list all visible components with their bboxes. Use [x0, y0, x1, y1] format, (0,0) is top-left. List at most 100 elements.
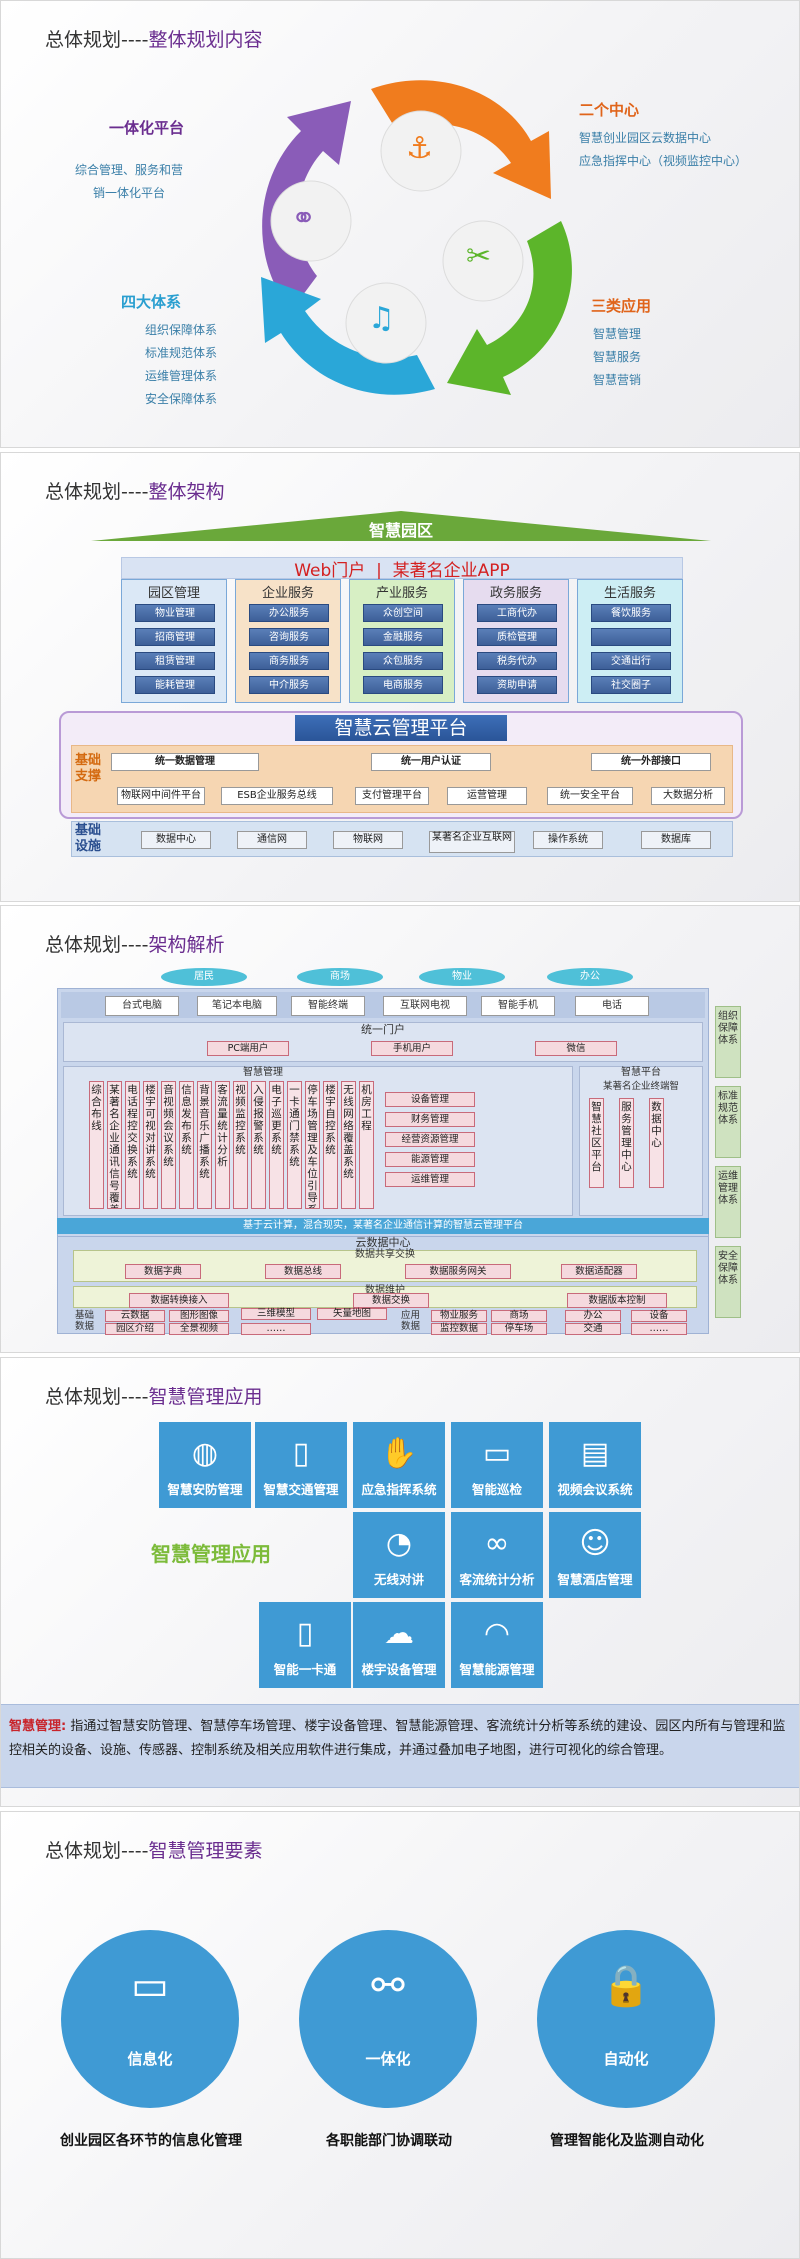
portal-item: PC端用户 — [207, 1041, 289, 1056]
cycle-arrows-graphic — [261, 80, 572, 395]
slide-overall-plan: 总体规划----整体规划内容 ⚭ ⚓ ✂ ♫ 一体化平台 综合管理、服务和营销一… — [0, 0, 800, 448]
mgmt-item: 电子巡更系统 — [269, 1081, 284, 1209]
tile-smart-energy[interactable]: ◠智慧能源管理 — [451, 1602, 543, 1688]
support-item: 统一外部接口 — [591, 753, 711, 771]
tile-passenger-flow[interactable]: ∞客流统计分析 — [451, 1512, 543, 1598]
infra-label: 基础设施 — [75, 823, 102, 854]
tile-smart-security[interactable]: ◍智慧安防管理 — [159, 1422, 251, 1508]
systems-desc: 组织保障体系标准规范体系运维管理体系安全保障体系 — [145, 323, 218, 406]
base-data-item: 矢量地图 — [317, 1308, 387, 1320]
infra-item: 某著名企业互联网 — [429, 831, 515, 853]
tile-building-equipment[interactable]: ☁楼宇设备管理 — [353, 1602, 445, 1688]
document-icon: ▤ — [580, 1436, 610, 1471]
device-item: 智能终端 — [291, 996, 365, 1016]
tile-smart-traffic[interactable]: ▯智慧交通管理 — [255, 1422, 347, 1508]
phone-icon: ▯ — [292, 1436, 310, 1471]
device-item: 互联网电视 — [383, 996, 467, 1016]
platform-desc: 综合管理、服务和营销一体化平台 — [74, 163, 183, 200]
side-system: 标准规范体系 — [715, 1086, 741, 1158]
link-icon: ⚭ — [291, 201, 317, 236]
share-item: 数据适配器 — [561, 1264, 637, 1279]
user-物业: 物业 — [419, 968, 505, 986]
infra-item: 通信网 — [237, 831, 307, 849]
mgmt-item: 背景音乐广播系统 — [197, 1081, 212, 1209]
app-data-item: 设备 — [631, 1310, 687, 1322]
infra-item: 数据库 — [641, 831, 711, 849]
mgmt-right-item: 设备管理 — [385, 1092, 475, 1107]
share-item: 数据总线 — [265, 1264, 341, 1279]
share-item: 数据字典 — [125, 1264, 201, 1279]
element-caption: 管理智能化及监测自动化 — [550, 2133, 704, 2149]
maint-title: 数据维护 — [365, 1285, 405, 1296]
element-automation: 🔒 自动化 — [537, 1930, 715, 2108]
apps-title: 三类应用 — [591, 297, 652, 315]
bell-icon: ♫ — [368, 301, 395, 336]
tile-wireless-intercom[interactable]: ◔无线对讲 — [353, 1512, 445, 1598]
support-item: 统一数据管理 — [111, 753, 259, 771]
slide-title: 总体规划----整体架构 — [45, 481, 225, 503]
centers-title: 二个中心 — [579, 101, 640, 119]
description-text: 指通过智慧安防管理、智慧停车场管理、楼宇设备管理、智慧能源管理、客流统计分析等系… — [9, 1719, 786, 1758]
mgmt-item: 信息发布系统 — [179, 1081, 194, 1209]
mgmt-item: 某著名企业通讯信号覆盖系统 — [107, 1081, 122, 1209]
device-item: 台式电脑 — [105, 996, 179, 1016]
systems-title: 四大体系 — [121, 293, 182, 311]
tile-video-conference[interactable]: ▤视频会议系统 — [549, 1422, 641, 1508]
base-data-item: 图形图像 — [169, 1310, 229, 1322]
slide-architecture-analysis: 总体规划----架构解析 居民 商场 物业 办公 台式电脑 笔记本电脑 智能终端… — [0, 905, 800, 1353]
support-item: 物联网中间件平台 — [117, 787, 205, 805]
support-item: 统一用户认证 — [371, 753, 491, 771]
column-park-management: 园区管理 物业管理 招商管理 租赁管理 能耗管理 — [121, 579, 227, 703]
app-data-item: 物业服务 — [431, 1310, 487, 1322]
cloud-icon: ☁ — [384, 1616, 414, 1651]
network-icon: ⚯ — [371, 1963, 405, 2009]
platform-item: 数据中心 — [649, 1098, 664, 1188]
support-item: 统一安全平台 — [547, 787, 633, 805]
slide-title: 总体规划----智慧管理应用 — [45, 1386, 263, 1408]
mgmt-right-item: 能源管理 — [385, 1152, 475, 1167]
mgmt-right-item: 经营资源管理 — [385, 1132, 475, 1147]
maint-item: 数据交换 — [353, 1293, 429, 1308]
mgmt-item: 机房工程 — [359, 1081, 374, 1209]
tile-smart-inspection[interactable]: ▭智能巡检 — [451, 1422, 543, 1508]
app-data-label: 应用数据 — [401, 1310, 421, 1332]
mgmt-item: 音视频会议系统 — [161, 1081, 176, 1209]
globe-icon: ◍ — [191, 1436, 219, 1471]
app-data-item: 停车场 — [491, 1323, 547, 1335]
anchor-icon: ⚓ — [406, 131, 433, 166]
platform-title: 一体化平台 — [109, 119, 185, 137]
support-label: 基础支撑 — [75, 753, 102, 784]
tile-emergency-command[interactable]: ✋应急指挥系统 — [353, 1422, 445, 1508]
tile-smart-card[interactable]: ▯智能一卡通 — [259, 1602, 351, 1688]
element-caption: 创业园区各环节的信息化管理 — [60, 2133, 242, 2149]
tile-smart-hotel[interactable]: ☺智慧酒店管理 — [549, 1512, 641, 1598]
mgmt-item: 楼宇自控系统 — [323, 1081, 338, 1209]
device-item: 笔记本电脑 — [197, 996, 277, 1016]
roof-graphic — [91, 511, 711, 541]
portal-title: 统一门户 — [361, 1023, 405, 1036]
platform-sub: 某著名企业终端智 — [602, 1081, 679, 1092]
side-system: 运维管理体系 — [715, 1166, 741, 1238]
platform-item: 服务管理中心 — [619, 1098, 634, 1188]
hand-icon: ✋ — [380, 1436, 418, 1471]
user-商场: 商场 — [297, 968, 383, 986]
cloud-platform-title: 智慧云管理平台 — [295, 715, 507, 741]
platform-item: 智慧社区平台 — [589, 1098, 604, 1188]
maint-item: 数据版本控制 — [567, 1293, 667, 1308]
monitor-icon: ▭ — [131, 1963, 169, 2009]
portal-bar — [121, 557, 683, 579]
mgmt-item: 入侵报警系统 — [251, 1081, 266, 1209]
base-data-label: 基础数据 — [75, 1310, 95, 1332]
column-enterprise-service: 企业服务 办公服务 咨询服务 商务服务 中介服务 — [235, 579, 341, 703]
briefcase-icon: ▭ — [482, 1436, 512, 1471]
person-icon: ☺ — [579, 1526, 611, 1561]
infra-item: 操作系统 — [533, 831, 603, 849]
portal-item: 微信 — [535, 1041, 617, 1056]
column-industry-service: 产业服务 众创空间 金融服务 众包服务 电商服务 — [349, 579, 455, 703]
slide-title: 总体规划----整体规划内容 — [45, 29, 263, 51]
lock-icon: 🔒 — [601, 1963, 651, 2009]
element-caption: 各职能部门协调联动 — [326, 2133, 452, 2149]
slide-title: 总体规划----智慧管理要素 — [45, 1840, 263, 1862]
side-system: 组织保障体系 — [715, 1006, 741, 1078]
center-label: 智慧管理应用 — [151, 1542, 271, 1566]
